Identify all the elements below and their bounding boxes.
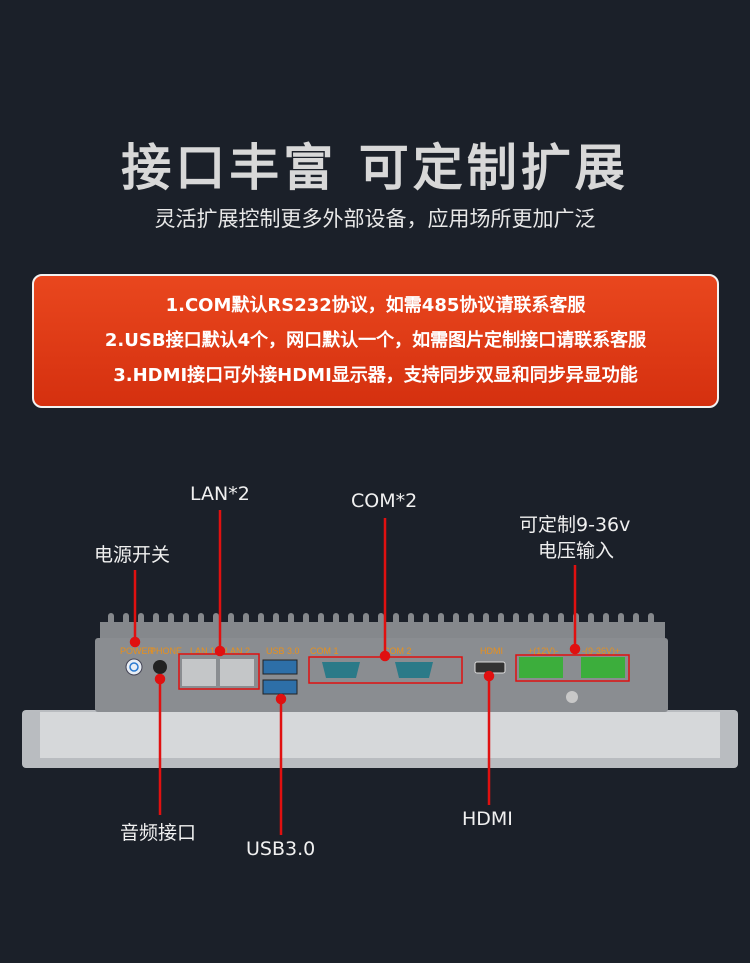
- heatsink-fin: [468, 613, 474, 627]
- port-label-dc12: +(12V)-: [528, 646, 558, 656]
- port-label-usb: USB 3.0: [266, 646, 300, 656]
- notice-line: 1.COM默认RS232协议，如需485协议请联系客服: [165, 295, 586, 316]
- heatsink-fin: [138, 613, 144, 627]
- heatsink-fin: [363, 613, 369, 627]
- heatsink-fins: [100, 613, 665, 642]
- heatsink-fin: [378, 613, 384, 627]
- power-button-icon[interactable]: [125, 658, 143, 676]
- ground-screw-icon: [566, 691, 578, 703]
- heatsink-fin: [288, 613, 294, 627]
- heatsink-fin: [213, 613, 219, 627]
- heatsink-fin: [183, 613, 189, 627]
- heatsink-fin: [198, 613, 204, 627]
- heatsink-fin: [393, 613, 399, 627]
- com1-port-icon: [322, 662, 360, 678]
- port-label-lan2: LAN 2: [225, 646, 250, 656]
- page-title: 接口丰富 可定制扩展: [121, 139, 629, 197]
- notice-line: 2.USB接口默认4个，网口默认一个，如需图片定制接口请联系客服: [104, 330, 647, 351]
- heatsink-fin: [633, 613, 639, 627]
- heatsink-fin: [423, 613, 429, 627]
- page-subtitle: 灵活扩展控制更多外部设备，应用场所更加广泛: [154, 207, 596, 231]
- usb-port-icon: [262, 659, 298, 675]
- callout-usb: USB3.0: [246, 838, 316, 860]
- port-label-phone: PHONE: [150, 646, 182, 656]
- callout-lan: LAN*2: [190, 483, 250, 505]
- heatsink-fin: [498, 613, 504, 627]
- heatsink-fin: [603, 613, 609, 627]
- heatsink-fin: [348, 613, 354, 627]
- heatsink-fin: [333, 613, 339, 627]
- heatsink-fin: [318, 613, 324, 627]
- heatsink-fin: [258, 613, 264, 627]
- callout-power: 电源开关: [94, 544, 171, 566]
- dc-terminal-icon: [581, 657, 625, 678]
- callout-com: COM*2: [351, 490, 418, 512]
- callout-voltage: 可定制9-36v: [519, 514, 631, 536]
- heatsink-fin: [303, 613, 309, 627]
- heatsink-fin: [453, 613, 459, 627]
- dc-highlight: [515, 654, 630, 682]
- dc-terminal-icon: [519, 657, 563, 678]
- heatsink-fin: [408, 613, 414, 627]
- usb-port-icon: [262, 679, 298, 695]
- heatsink-fin: [123, 613, 129, 627]
- heatsink-fin: [588, 613, 594, 627]
- heatsink-fin: [153, 613, 159, 627]
- callout-hdmi: HDMI: [462, 808, 513, 830]
- heatsink-fin: [543, 613, 549, 627]
- port-label-lan1: LAN 1: [190, 646, 215, 656]
- audio-jack-icon: [153, 660, 167, 674]
- heatsink-fin: [483, 613, 489, 627]
- heatsink-fin: [243, 613, 249, 627]
- callout-voltage-2: 电压输入: [538, 540, 615, 562]
- heatsink-fin: [273, 613, 279, 627]
- com2-port-icon: [395, 662, 433, 678]
- lan1-port-icon: [182, 659, 216, 686]
- lan2-port-icon: [220, 659, 254, 686]
- heatsink-fin: [618, 613, 624, 627]
- port-label-com2: COM 2: [383, 646, 412, 656]
- display-panel-face: [40, 712, 720, 758]
- port-label-com1: COM 1: [310, 646, 339, 656]
- heatsink-fin: [648, 613, 654, 627]
- heatsink-fin: [528, 613, 534, 627]
- device-body: [95, 638, 668, 712]
- heatsink-fin: [108, 613, 114, 627]
- power-symbol-icon: [129, 662, 139, 672]
- heatsink-fin: [438, 613, 444, 627]
- heatsink-fin: [513, 613, 519, 627]
- heatsink-fin: [558, 613, 564, 627]
- notice-box: 1.COM默认RS232协议，如需485协议请联系客服 2.USB接口默认4个，…: [32, 274, 719, 408]
- callout-lines: [129, 510, 581, 835]
- callout-audio: 音频接口: [120, 822, 197, 844]
- notice-line: 3.HDMI接口可外接HDMI显示器，支持同步双显和同步异显功能: [113, 365, 638, 386]
- port-label-power: POWER: [120, 646, 155, 656]
- heatsink-fin: [228, 613, 234, 627]
- port-label-hdmi: HDMI: [480, 646, 503, 656]
- heatsink-fin: [168, 613, 174, 627]
- port-label-dc936: -(9-36V)+: [582, 646, 620, 656]
